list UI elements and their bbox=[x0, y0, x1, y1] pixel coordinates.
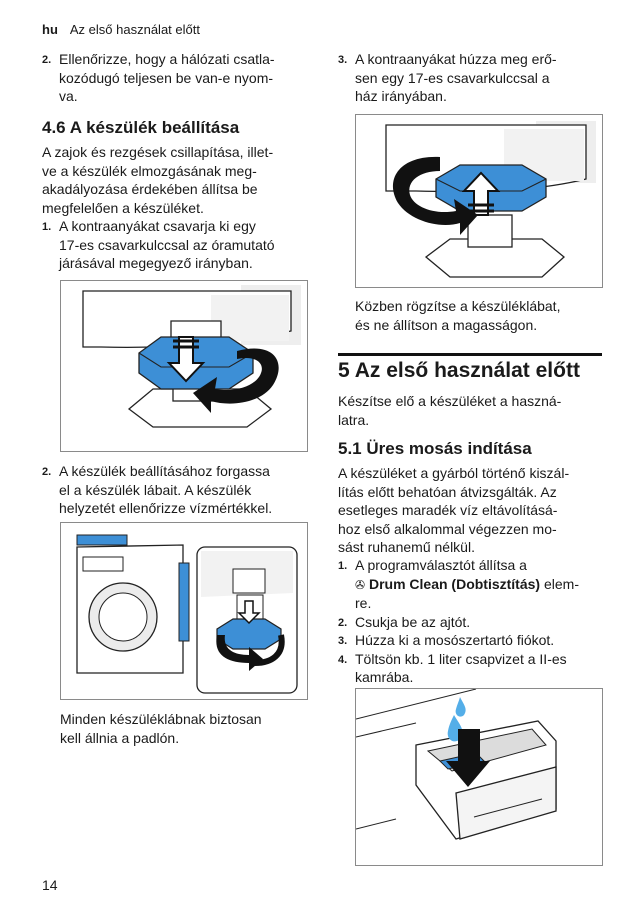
text-line: Húzza ki a mosószertartó fiókot. bbox=[355, 632, 555, 648]
procedure-step-2: 2. Csukja be az ajtót. bbox=[338, 613, 613, 632]
text-line: esetleges maradék víz eltávolításá- bbox=[338, 502, 558, 518]
text-line: ház irányában. bbox=[355, 88, 447, 104]
figure-detergent-drawer bbox=[355, 688, 603, 866]
text-line: kamrába. bbox=[355, 669, 414, 685]
figure-levelling bbox=[60, 522, 308, 700]
text-line: latra. bbox=[338, 411, 370, 428]
step-number: 2. bbox=[42, 54, 52, 66]
header-lang: hu bbox=[42, 22, 58, 37]
text-line: Közben rögzítse a készüléklábat, bbox=[355, 298, 561, 314]
step-number: 3. bbox=[338, 635, 348, 647]
text-line: el a készülék lábait. A készülék bbox=[59, 481, 252, 498]
chapter-intro: Készítse elő a készüléket a haszná- latr… bbox=[338, 392, 608, 429]
section-heading: 4.6 A készülék beállítása bbox=[42, 118, 240, 137]
text-line: Csukja be az ajtót. bbox=[355, 613, 471, 630]
text-line: kell állnia a padlón. bbox=[60, 729, 180, 746]
text-line: A kontraanyákat húzza meg erő- bbox=[355, 51, 557, 67]
left-step-2: 2. Ellenőrizze, hogy a hálózati csatla- … bbox=[42, 50, 312, 106]
text-line: Töltsön kb. 1 liter csapvizet a II-es bbox=[355, 650, 567, 667]
text-line: ve a készülék elmozgásának meg- bbox=[42, 162, 257, 179]
text-line: járásával megegyező irányban. bbox=[59, 255, 253, 271]
text-line: Készítse elő a készüléket a haszná- bbox=[338, 393, 562, 409]
step-number: 1. bbox=[338, 560, 348, 572]
step-number: 2. bbox=[338, 616, 348, 629]
procedure-step-3: 3. Húzza ki a mosószertartó fiókot. bbox=[338, 631, 613, 650]
step-number: 2. bbox=[42, 466, 52, 478]
tighten-note: Közben rögzítse a készüléklábat, és ne á… bbox=[355, 297, 605, 334]
step-number: 3. bbox=[338, 54, 348, 66]
text-line: ✇ Drum Clean (Dobtisztítás) elem- bbox=[355, 575, 613, 595]
text-fragment: elem- bbox=[540, 575, 579, 592]
text-line: hoz első alkalommal végezzen mo- bbox=[338, 520, 557, 537]
levelling-note: Minden készüléklábnak biztosan kell álln… bbox=[60, 710, 310, 747]
text-line: A készülék beállításához forgassa bbox=[59, 463, 270, 479]
procedure-step-4: 4. Töltsön kb. 1 liter csapvizet a II-es… bbox=[338, 650, 613, 687]
text-line: és ne állítson a magasságon. bbox=[355, 316, 538, 333]
left-step-2b: 2. A készülék beállításához forgassa el … bbox=[42, 462, 317, 518]
text-line: re. bbox=[355, 595, 372, 611]
procedure-list: 1. A programválasztót állítsa a ✇ Drum C… bbox=[338, 556, 613, 687]
header-title: Az első használat előtt bbox=[69, 22, 200, 37]
chapter-rule bbox=[338, 353, 602, 356]
text-line: sást ruhanemű nélkül. bbox=[338, 539, 475, 555]
text-line: A készüléket a gyárból történő kiszál- bbox=[338, 465, 570, 481]
procedure-step-1: 1. A programválasztót állítsa a ✇ Drum C… bbox=[338, 556, 613, 613]
chapter-heading: 5 Az első használat előtt bbox=[338, 359, 580, 382]
right-step-3: 3. A kontraanyákat húzza meg erő- sen eg… bbox=[338, 50, 608, 106]
text-line: A kontraanyákat csavarja ki egy bbox=[59, 218, 256, 234]
program-name: Drum Clean (Dobtisztítás) bbox=[368, 575, 541, 592]
page-header: hu Az első használat előtt bbox=[42, 22, 200, 37]
text-line: A programválasztót állítsa a bbox=[355, 557, 527, 573]
left-step-1: 1. A kontraanyákat csavarja ki egy 17-es… bbox=[42, 217, 317, 273]
text-line: kozódugó teljesen be van-e nyom- bbox=[59, 69, 274, 86]
text-line: akadályozása érdekében állítsa be bbox=[42, 181, 258, 197]
step-number: 1. bbox=[42, 221, 52, 233]
text-line: megfelelően a készüléket. bbox=[42, 199, 204, 216]
step-number: 4. bbox=[338, 653, 348, 666]
text-line: 17-es csavarkulccsal az óramutató bbox=[59, 236, 275, 253]
drum-clean-icon: ✇ bbox=[355, 577, 366, 592]
text-line: A zajok és rezgések csillapítása, illet- bbox=[42, 144, 274, 160]
sub-intro: A készüléket a gyárból történő kiszál- l… bbox=[338, 464, 613, 557]
sub-heading: 5.1 Üres mosás indítása bbox=[338, 439, 532, 458]
text-line: va. bbox=[59, 88, 78, 104]
text-line: sen egy 17-es csavarkulccsal a bbox=[355, 69, 550, 86]
section-intro: A zajok és rezgések csillapítása, illet-… bbox=[42, 143, 317, 217]
page-number: 14 bbox=[42, 877, 58, 893]
text-line: Minden készüléklábnak biztosan bbox=[60, 711, 262, 727]
text-line: lítás előtt behatóan átvizsgálták. Az bbox=[338, 483, 557, 500]
text-line: helyzetét ellenőrizze vízmértékkel. bbox=[59, 500, 273, 516]
text-line: Ellenőrizze, hogy a hálózati csatla- bbox=[59, 51, 275, 67]
figure-loosen-locknut bbox=[60, 280, 308, 452]
figure-tighten-locknut bbox=[355, 114, 603, 288]
